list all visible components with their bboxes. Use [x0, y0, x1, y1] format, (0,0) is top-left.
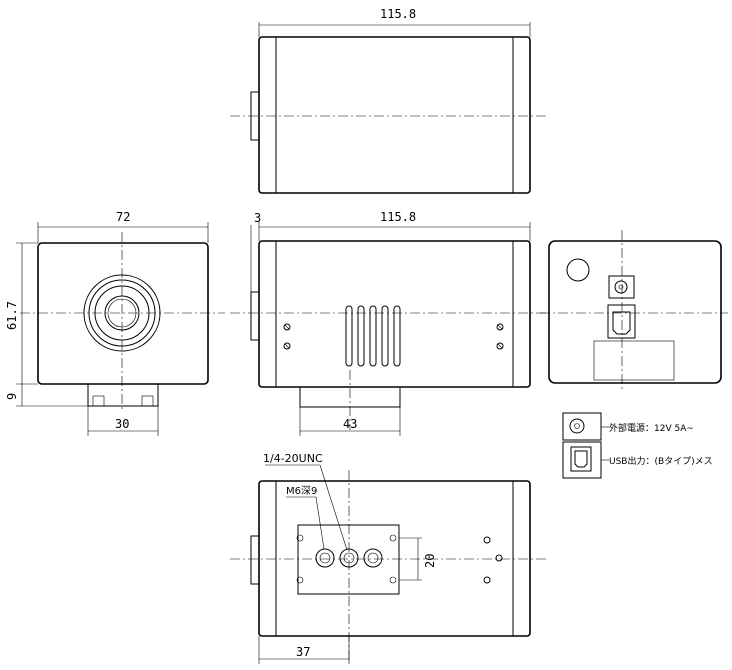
legend-usb-text: USB出力：(Bタイプ)メス [609, 455, 713, 467]
tripod-thread-label: 1/4-20UNC [263, 452, 323, 465]
mount-screw-label: M6深9 [286, 485, 317, 497]
dim-front-base-width: 30 [115, 417, 129, 431]
dim-front-width: 72 [116, 210, 130, 224]
dim-side-offset: 3 [254, 211, 261, 225]
side-view: 3 115.8 43 [230, 210, 548, 436]
dim-front-base-height: 9 [5, 393, 19, 400]
rear-indicator [566, 258, 590, 282]
legend-power-text: 外部電源：12V 5A~ [609, 422, 694, 434]
dim-bottom-offset: 37 [296, 645, 310, 659]
side-vents [345, 305, 401, 367]
bottom-view: 1/4-20UNC M6深9 20 37 [230, 452, 548, 664]
dim-bottom-pitch: 20 [423, 554, 437, 568]
legend: 外部電源：12V 5A~ USB出力：(Bタイプ)メス [562, 412, 713, 479]
rear-view [540, 230, 728, 392]
dim-front-height: 61.7 [5, 301, 19, 330]
top-view: 115.8 [230, 7, 548, 194]
dim-top-length: 115.8 [380, 7, 416, 21]
front-view: 72 61.7 9 30 [5, 210, 225, 436]
side-screws [283, 323, 504, 350]
dim-side-base-width: 43 [343, 417, 357, 431]
dim-side-length: 115.8 [380, 210, 416, 224]
